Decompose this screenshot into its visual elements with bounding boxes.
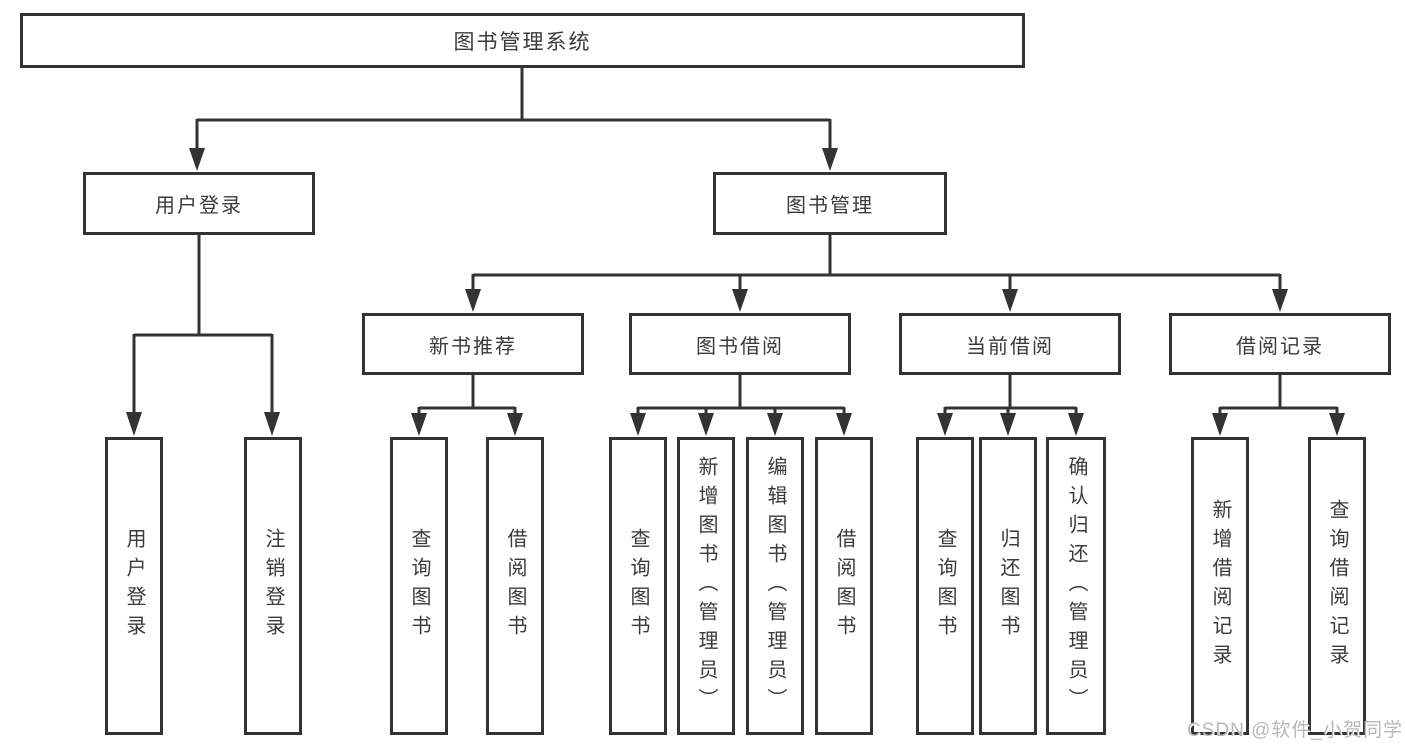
node-current-borrowing: 当前借阅 (899, 313, 1121, 375)
node-label: 图书管理系统 (453, 30, 592, 54)
node-label: 用户登录 (123, 528, 145, 644)
node-label: 图书管理 (786, 195, 874, 217)
node-label: 查询图书 (934, 528, 956, 644)
node-label: 确认归还（管理员） (1065, 455, 1087, 717)
node-user-login: 用户登录 (83, 172, 315, 235)
node-label: 新书推荐 (429, 335, 517, 358)
node-library-management-system: 图书管理系统 (20, 13, 1025, 68)
leaf-logout: 注销登录 (244, 437, 302, 735)
leaf-query-books-borrowing: 查询图书 (609, 437, 667, 735)
leaf-query-books-newbooks: 查询图书 (390, 437, 448, 735)
leaf-borrow-books-newbooks: 借阅图书 (486, 437, 544, 735)
leaf-user-login: 用户登录 (105, 437, 163, 735)
node-label: 查询图书 (627, 528, 649, 644)
node-new-book-recommendation: 新书推荐 (362, 313, 584, 375)
node-label: 新增图书（管理员） (695, 455, 717, 717)
leaf-add-borrow-record: 新增借阅记录 (1191, 437, 1249, 735)
leaf-query-books-current: 查询图书 (916, 437, 974, 735)
node-label: 注销登录 (262, 528, 284, 644)
leaf-return-books: 归还图书 (979, 437, 1037, 735)
leaf-borrow-books: 借阅图书 (815, 437, 873, 735)
leaf-add-books-admin: 新增图书（管理员） (677, 437, 735, 735)
node-label: 编辑图书（管理员） (764, 455, 786, 717)
node-label: 借阅图书 (833, 528, 855, 644)
leaf-query-borrow-record: 查询借阅记录 (1308, 437, 1366, 735)
leaf-edit-books-admin: 编辑图书（管理员） (746, 437, 804, 735)
node-label: 当前借阅 (966, 335, 1054, 358)
node-label: 归还图书 (997, 528, 1019, 644)
node-label: 新增借阅记录 (1209, 499, 1231, 673)
node-label: 图书借阅 (696, 335, 784, 358)
node-label: 用户登录 (155, 195, 243, 217)
node-label: 借阅记录 (1236, 335, 1324, 358)
node-label: 查询图书 (408, 528, 430, 644)
node-label: 查询借阅记录 (1326, 499, 1348, 673)
csdn-watermark: CSDN @软件_小贺同学 (1187, 720, 1403, 741)
node-book-borrowing: 图书借阅 (629, 313, 851, 375)
leaf-confirm-return-admin: 确认归还（管理员） (1046, 437, 1106, 735)
node-label: 借阅图书 (504, 528, 526, 644)
node-book-management: 图书管理 (713, 172, 947, 235)
node-borrowing-records: 借阅记录 (1169, 313, 1391, 375)
